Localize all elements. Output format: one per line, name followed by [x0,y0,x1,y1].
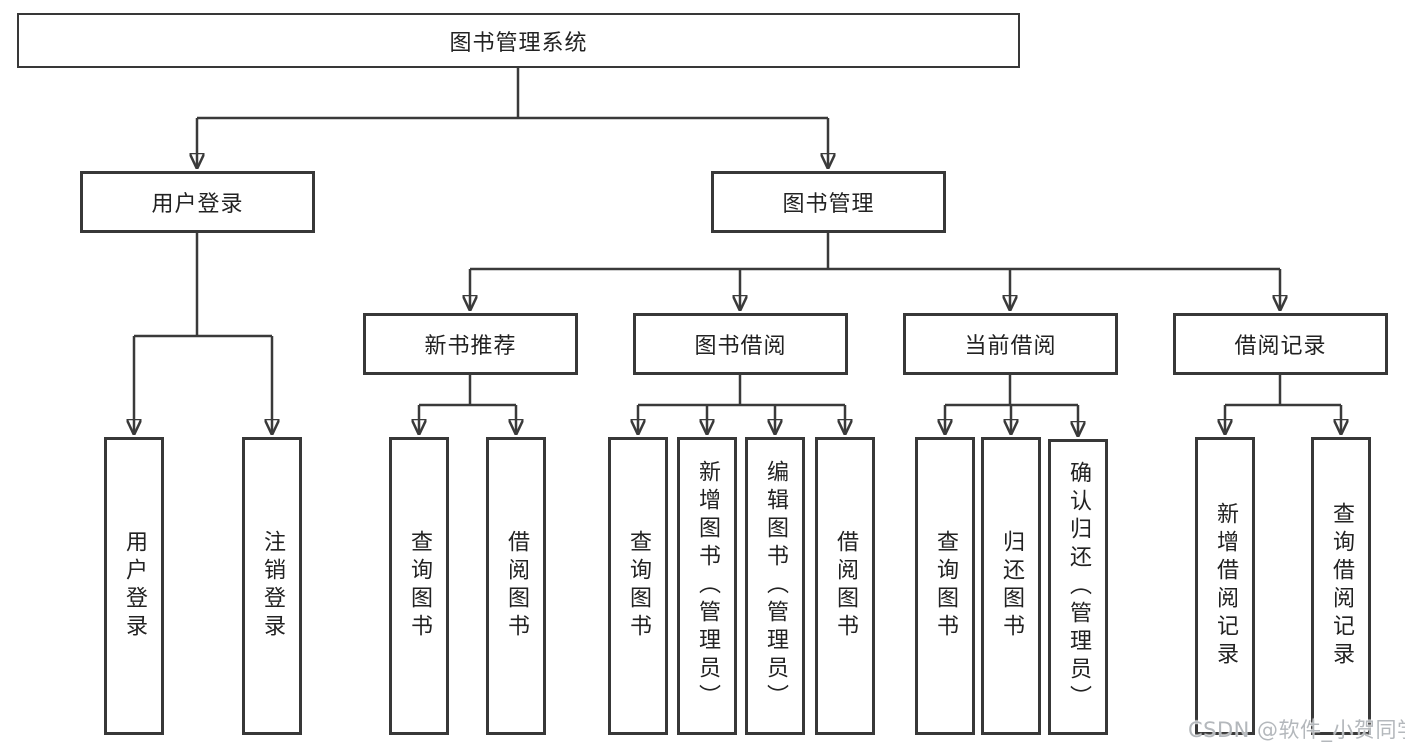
leaf-borrow-query-books: 查询图书 [608,437,668,735]
node-current-borrowing-label: 当前借阅 [964,334,1057,359]
leaf-current-confirm-return-admin-label: 确认归还（管理员） [1066,461,1091,713]
leaf-borrow-query-books-label: 查询图书 [626,530,651,642]
csdn-watermark: CSDN @软件_小贺同学 [1188,718,1405,742]
leaf-user-login: 用户登录 [104,437,164,735]
leaf-current-query-books-label: 查询图书 [933,530,958,642]
leaf-newbook-borrow-books-label: 借阅图书 [504,530,529,642]
leaf-user-login-label: 用户登录 [122,530,147,642]
edge-arrows [134,118,1341,436]
leaf-current-return-books: 归还图书 [981,437,1041,735]
leaf-records-add-record: 新增借阅记录 [1195,437,1255,735]
leaf-records-add-record-label: 新增借阅记录 [1213,502,1238,670]
leaf-newbook-borrow-books: 借阅图书 [486,437,546,735]
node-current-borrowing: 当前借阅 [903,313,1118,375]
node-root-system: 图书管理系统 [17,13,1020,68]
node-book-borrowing-label: 图书借阅 [694,334,787,359]
node-book-management: 图书管理 [711,171,946,233]
node-root-label: 图书管理系统 [449,30,588,56]
node-book-management-label: 图书管理 [782,192,875,217]
leaf-borrow-add-books-admin-label: 新增图书（管理员） [695,460,720,712]
leaf-newbook-query-books: 查询图书 [389,437,449,735]
leaf-logout: 注销登录 [242,437,302,735]
node-book-borrowing: 图书借阅 [633,313,848,375]
leaf-current-confirm-return-admin: 确认归还（管理员） [1048,439,1108,735]
leaf-records-query-record-label: 查询借阅记录 [1329,502,1354,670]
leaf-borrow-edit-books-admin-label: 编辑图书（管理员） [763,460,788,712]
leaf-newbook-query-books-label: 查询图书 [407,530,432,642]
leaf-records-query-record: 查询借阅记录 [1311,437,1371,735]
node-user-login-label: 用户登录 [151,192,244,217]
leaf-borrow-borrow-books-label: 借阅图书 [833,530,858,642]
edge-shafts [134,68,1341,407]
node-borrowing-records: 借阅记录 [1173,313,1388,375]
node-new-book-label: 新书推荐 [424,334,517,359]
leaf-logout-label: 注销登录 [260,530,285,642]
node-new-book-recommendation: 新书推荐 [363,313,578,375]
node-borrowing-records-label: 借阅记录 [1234,334,1327,359]
leaf-borrow-edit-books-admin: 编辑图书（管理员） [745,437,805,735]
leaf-current-return-books-label: 归还图书 [999,530,1024,642]
leaf-current-query-books: 查询图书 [915,437,975,735]
leaf-borrow-add-books-admin: 新增图书（管理员） [677,437,737,735]
leaf-borrow-borrow-books: 借阅图书 [815,437,875,735]
node-user-login: 用户登录 [80,171,315,233]
